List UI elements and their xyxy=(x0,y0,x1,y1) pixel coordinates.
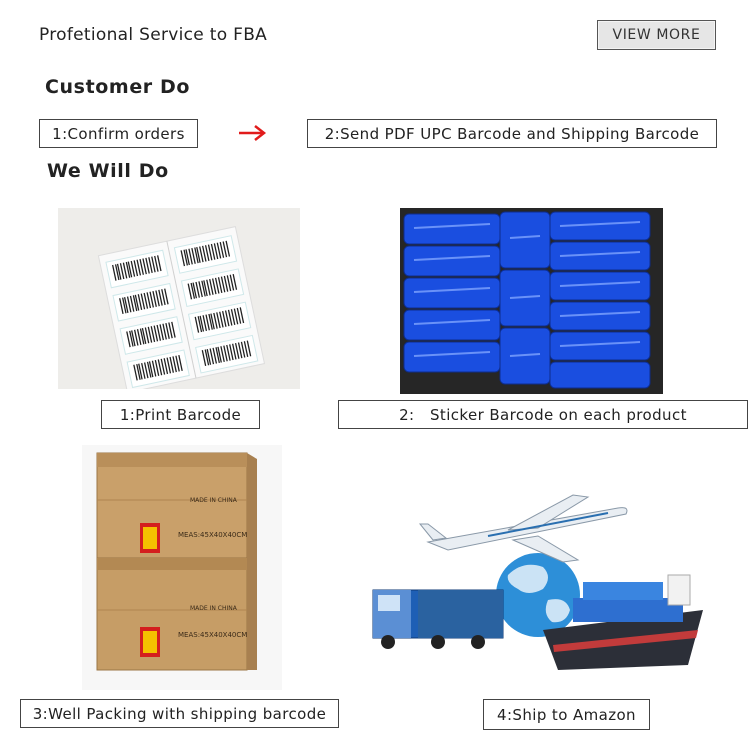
page-title: Profetional Service to FBA xyxy=(39,25,268,45)
logistics-illustration xyxy=(368,470,708,685)
view-more-button[interactable]: VIEW MORE xyxy=(597,20,716,50)
barcode-labels-image xyxy=(58,208,300,389)
we-step-2: 2: Sticker Barcode on each product xyxy=(338,400,748,429)
customer-step-2: 2:Send PDF UPC Barcode and Shipping Barc… xyxy=(307,119,717,148)
carton-bottom-meas: MEAS:45X40X40CM xyxy=(178,631,248,639)
customer-heading: Customer Do xyxy=(45,76,191,98)
cartons-image: MADE IN CHINA MEAS:45X40X40CM MADE IN CH… xyxy=(82,445,282,690)
logistics-image xyxy=(368,470,708,685)
carton-top-meas: MEAS:45X40X40CM xyxy=(178,531,248,539)
carton-top-made-in: MADE IN CHINA xyxy=(190,497,237,504)
we-step-3: 3:Well Packing with shipping barcode xyxy=(20,699,339,728)
cartons-illustration xyxy=(82,445,282,690)
barcode-roll-illustration xyxy=(58,208,300,389)
blue-packages-illustration xyxy=(400,208,663,394)
we-heading: We Will Do xyxy=(47,160,169,182)
arrow-right-icon xyxy=(239,125,267,141)
we-step-4: 4:Ship to Amazon xyxy=(483,699,650,730)
we-step-1: 1:Print Barcode xyxy=(101,400,260,429)
blue-packages-image xyxy=(400,208,663,394)
carton-bottom-made-in: MADE IN CHINA xyxy=(190,605,237,612)
customer-step-1: 1:Confirm orders xyxy=(39,119,198,148)
